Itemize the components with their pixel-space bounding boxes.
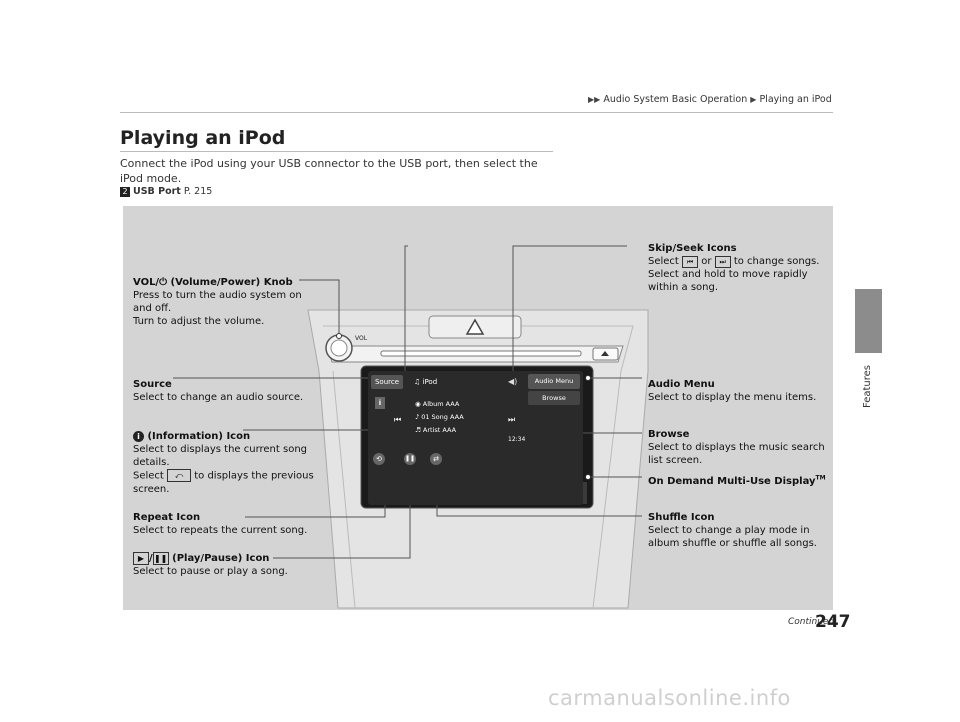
callout-display: On Demand Multi-Use DisplayTM	[648, 475, 826, 488]
continued-label: Continued	[788, 617, 835, 627]
song-label: ♪ 01 Song AAA	[415, 413, 464, 421]
hazard-icon	[465, 318, 485, 335]
speaker-icon: ◀)	[508, 377, 518, 386]
power-icon: ⏻	[159, 277, 168, 288]
callout-info-icon: i (Information) Icon Select to displays …	[133, 431, 314, 495]
shuffle-icon[interactable]: ⇄	[430, 453, 442, 465]
breadcrumb-part1: Audio System Basic Operation	[603, 94, 748, 105]
page-number: 247	[815, 612, 851, 632]
repeat-icon[interactable]: ⟲	[373, 453, 385, 465]
audio-menu-button[interactable]: Audio Menu	[528, 374, 580, 389]
watermark: carmanualsonline.info	[548, 686, 791, 710]
xref-page: P. 215	[183, 186, 213, 197]
callout-play-pause: ▶/❚❚ (Play/Pause) Icon Select to pause o…	[133, 552, 288, 577]
side-tab-label: Features	[862, 365, 873, 408]
info-circle-icon: i	[133, 431, 144, 442]
play-icon: ▶	[133, 552, 149, 565]
artist-label: ♬ Artist AAA	[415, 426, 457, 434]
audio-screen: Source ♫ iPod ◀) Audio Menu Browse i ⏮ ⏭…	[368, 371, 583, 505]
source-button[interactable]: Source	[371, 375, 403, 389]
skip-forward-icon[interactable]: ⏭	[508, 415, 516, 424]
mode-label: ♫ iPod	[414, 378, 438, 386]
pause-icon: ❚❚	[152, 552, 169, 565]
page-title: Playing an iPod	[120, 127, 286, 149]
skip-forward-icon: ⏭	[714, 256, 731, 268]
skip-back-icon: ⏮	[682, 256, 699, 268]
back-icon: ⤺	[167, 469, 192, 482]
chevron-right-icon: ▶	[750, 95, 757, 104]
intro-text: Connect the iPod using your USB connecto…	[120, 157, 538, 185]
browse-button[interactable]: Browse	[528, 391, 580, 405]
title-rule	[120, 151, 553, 152]
side-tab-marker	[855, 289, 882, 353]
chevron-right-icon: ▶▶	[588, 95, 601, 104]
callout-skip-seek: Skip/Seek Icons Select ⏮ or ⏭ to change …	[648, 243, 820, 293]
skip-back-icon[interactable]: ⏮	[394, 415, 402, 424]
diagram-panel: VOL Source ♫ iPod	[123, 206, 833, 610]
track-time: 12:34	[508, 436, 526, 443]
eject-icon	[601, 351, 609, 356]
info-icon[interactable]: i	[375, 397, 385, 409]
breadcrumb: ▶▶ Audio System Basic Operation ▶ Playin…	[588, 94, 832, 105]
reference-icon: 2	[120, 187, 130, 197]
play-pause-icon[interactable]: ❚❚	[404, 453, 416, 465]
breadcrumb-part2: Playing an iPod	[759, 94, 832, 105]
header-rule	[120, 112, 833, 113]
album-label: ◉ Album AAA	[415, 400, 460, 408]
xref-label: USB Port	[133, 186, 181, 197]
callout-volume-knob: VOL/⏻ (Volume/Power) Knob Press to turn …	[133, 277, 302, 327]
svg-text:VOL: VOL	[355, 335, 368, 342]
